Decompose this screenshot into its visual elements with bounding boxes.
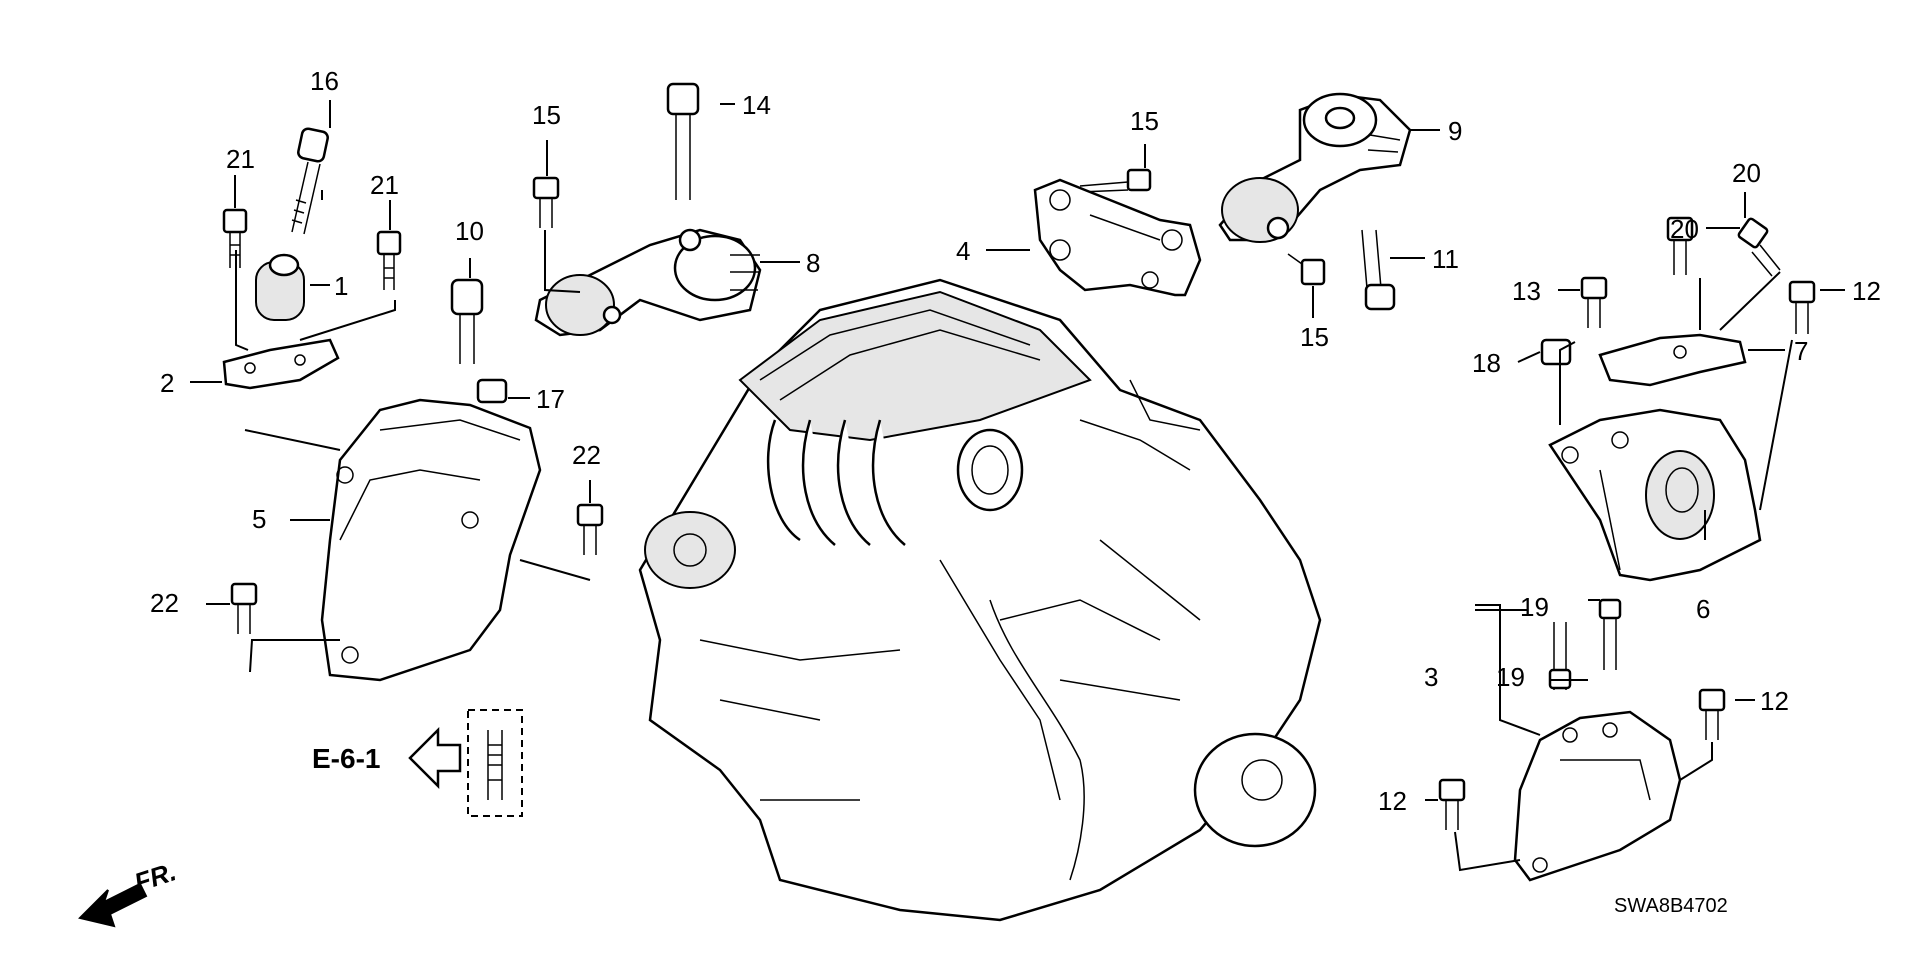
callout-10: 10 <box>455 216 484 246</box>
callout-12-mid: 12 <box>1760 686 1789 716</box>
nut-18 <box>1540 338 1572 366</box>
bracket-4 <box>1033 178 1202 297</box>
torque-rod-8 <box>534 228 762 337</box>
bolt-12-top <box>1788 280 1816 334</box>
section-reference[interactable]: E-6-1 <box>312 726 462 790</box>
callout-16: 16 <box>310 66 339 96</box>
callout-4: 4 <box>956 236 970 266</box>
callout-9: 9 <box>1448 116 1462 146</box>
callout-2: 2 <box>160 368 174 398</box>
callout-19-lower: 19 <box>1496 662 1525 692</box>
bolt-14 <box>666 82 700 200</box>
callout-labels: 16 21 21 1 2 10 17 22 5 22 15 14 8 15 4 … <box>150 66 1881 816</box>
transmission-mount-6 <box>1548 408 1762 582</box>
stud-dashed-box <box>467 709 523 817</box>
bolt-20-right <box>1737 217 1781 277</box>
callout-20-top: 20 <box>1732 158 1761 188</box>
right-transmission-mount-group <box>1425 192 1845 882</box>
bolt-21-right <box>376 230 402 290</box>
bolt-11 <box>1361 229 1396 311</box>
bolt-10 <box>450 278 484 364</box>
bolt-22-right <box>576 503 604 555</box>
callout-17: 17 <box>536 384 565 414</box>
bolt-16 <box>291 127 329 235</box>
callout-22-left: 22 <box>150 588 179 618</box>
callout-3: 3 <box>1424 662 1438 692</box>
upper-torque-rod-8-group <box>532 82 800 337</box>
torque-rod-9-group <box>1218 92 1440 318</box>
callout-21-left: 21 <box>226 144 255 174</box>
bracket-2 <box>222 338 340 390</box>
torque-rod-9 <box>1218 92 1412 243</box>
bolt-15-right <box>1287 253 1326 286</box>
stud-19-upper <box>1598 598 1622 670</box>
bracket-4-group <box>986 144 1202 297</box>
callout-15-mid: 15 <box>1130 106 1159 136</box>
left-engine-mount-group <box>190 100 604 817</box>
front-direction-indicator: FR. <box>78 856 180 928</box>
front-arrow-icon <box>78 882 148 928</box>
callout-15-left: 15 <box>532 100 561 130</box>
bolt-15-left <box>532 176 560 228</box>
bolt-12-bottom <box>1438 778 1466 830</box>
callout-7: 7 <box>1794 336 1808 366</box>
callout-18: 18 <box>1472 348 1501 378</box>
drawing-code: SWA8B4702 <box>1614 895 1728 917</box>
callout-12-bottom: 12 <box>1378 786 1407 816</box>
front-label: FR. <box>131 856 180 897</box>
bolt-15-mid <box>1079 168 1152 193</box>
bolt-12-mid <box>1698 688 1726 740</box>
engine-mount-bracket-5 <box>320 398 542 682</box>
engine-and-transmission-assembly <box>638 278 1322 922</box>
callout-14: 14 <box>742 90 771 120</box>
callout-13: 13 <box>1512 276 1541 306</box>
callout-1: 1 <box>334 271 348 301</box>
bolt-21-left <box>222 208 248 268</box>
callout-21-right: 21 <box>370 170 399 200</box>
callout-12-top: 12 <box>1852 276 1881 306</box>
bracket-7 <box>1598 333 1747 387</box>
callout-6: 6 <box>1696 594 1710 624</box>
callout-22-right: 22 <box>572 440 601 470</box>
section-ref-label[interactable]: E-6-1 <box>312 743 380 774</box>
callout-8: 8 <box>806 248 820 278</box>
bolt-20-mid <box>1666 216 1694 275</box>
bolt-22-left <box>230 582 258 634</box>
callout-11: 11 <box>1432 244 1459 274</box>
callout-5: 5 <box>252 504 266 534</box>
lower-bracket-3 <box>1513 710 1682 882</box>
nut-17 <box>476 378 508 404</box>
callout-20-mid: 20 <box>1670 214 1699 244</box>
bolt-13 <box>1580 276 1608 328</box>
rubber-bushing-1 <box>255 253 305 321</box>
reference-arrow-icon <box>408 726 462 790</box>
callout-15-right: 15 <box>1300 322 1329 352</box>
callout-19-upper: 19 <box>1520 592 1549 622</box>
